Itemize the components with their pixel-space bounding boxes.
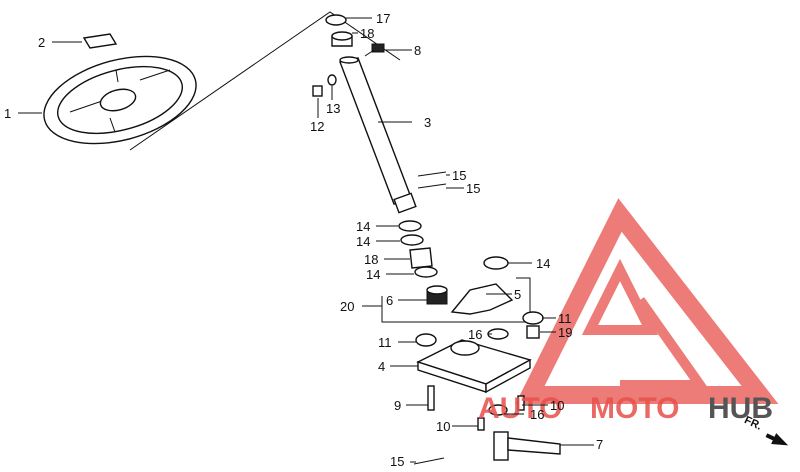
sector-gear	[450, 283, 514, 315]
label-12: 12	[310, 119, 324, 134]
label-7: 7	[596, 437, 603, 452]
pin-15a	[417, 171, 447, 177]
watermark-text: AUTO MOTO HUB	[478, 392, 773, 425]
label-10-left: 10	[436, 419, 450, 434]
label-6: 6	[386, 293, 393, 308]
label-18-mid: 18	[364, 252, 378, 267]
washer-14c	[414, 266, 438, 278]
label-14d: 14	[536, 256, 550, 271]
bushing-18-mid	[409, 247, 433, 269]
label-5: 5	[514, 287, 521, 302]
washer-13	[327, 74, 337, 86]
label-2: 2	[38, 35, 45, 50]
bolt-8	[364, 43, 385, 57]
steering-wheel	[43, 55, 197, 145]
pitman-arm	[493, 431, 561, 461]
label-15a: 15	[452, 168, 466, 183]
label-14c: 14	[366, 267, 380, 282]
label-14b: 14	[356, 234, 370, 249]
label-4: 4	[378, 359, 385, 374]
washer-14d	[483, 256, 509, 270]
label-11-left: 11	[378, 335, 392, 350]
collar-19	[526, 325, 540, 339]
emblem-cap	[82, 33, 118, 49]
nut-17	[325, 14, 347, 26]
nut-11-left	[415, 333, 437, 347]
leader-lines	[18, 17, 594, 463]
pin-15c	[413, 457, 445, 465]
label-18-top: 18	[360, 26, 374, 41]
svg-text:MOTO: MOTO	[590, 392, 679, 425]
label-9: 9	[394, 398, 401, 413]
washer-14a	[398, 220, 422, 232]
bolt-9	[427, 385, 435, 411]
washer-14b	[400, 234, 424, 246]
label-15b: 15	[466, 181, 480, 196]
gearbox-plate	[416, 339, 532, 394]
svg-text:HUB: HUB	[708, 392, 773, 425]
label-15c: 15	[390, 454, 404, 469]
label-1: 1	[4, 106, 11, 121]
label-16-top: 16	[468, 327, 482, 342]
bolt-10-right	[517, 395, 525, 411]
pin-15b	[417, 183, 447, 189]
label-11-right: 11	[558, 311, 572, 326]
watermark-logo	[515, 198, 779, 404]
bolt-10-lower	[477, 417, 485, 431]
svg-text:AUTO: AUTO	[478, 392, 562, 425]
nut-12	[312, 85, 323, 97]
callout-labels: 1 2 3 4 5 6 7 8 9 10 10 11 11 12 13 14 1…	[4, 11, 603, 469]
label-13: 13	[326, 101, 340, 116]
label-8: 8	[414, 43, 421, 58]
nut-11-right	[522, 311, 544, 325]
pinion-gear	[426, 285, 448, 305]
label-14a: 14	[356, 219, 370, 234]
label-3: 3	[424, 115, 431, 130]
label-20: 20	[340, 299, 354, 314]
label-17: 17	[376, 11, 390, 26]
washer-16-bottom	[488, 404, 508, 416]
label-16-bottom: 16	[530, 407, 544, 422]
label-10-right: 10	[550, 398, 564, 413]
steering-shaft	[339, 56, 417, 214]
label-19: 19	[558, 325, 572, 340]
